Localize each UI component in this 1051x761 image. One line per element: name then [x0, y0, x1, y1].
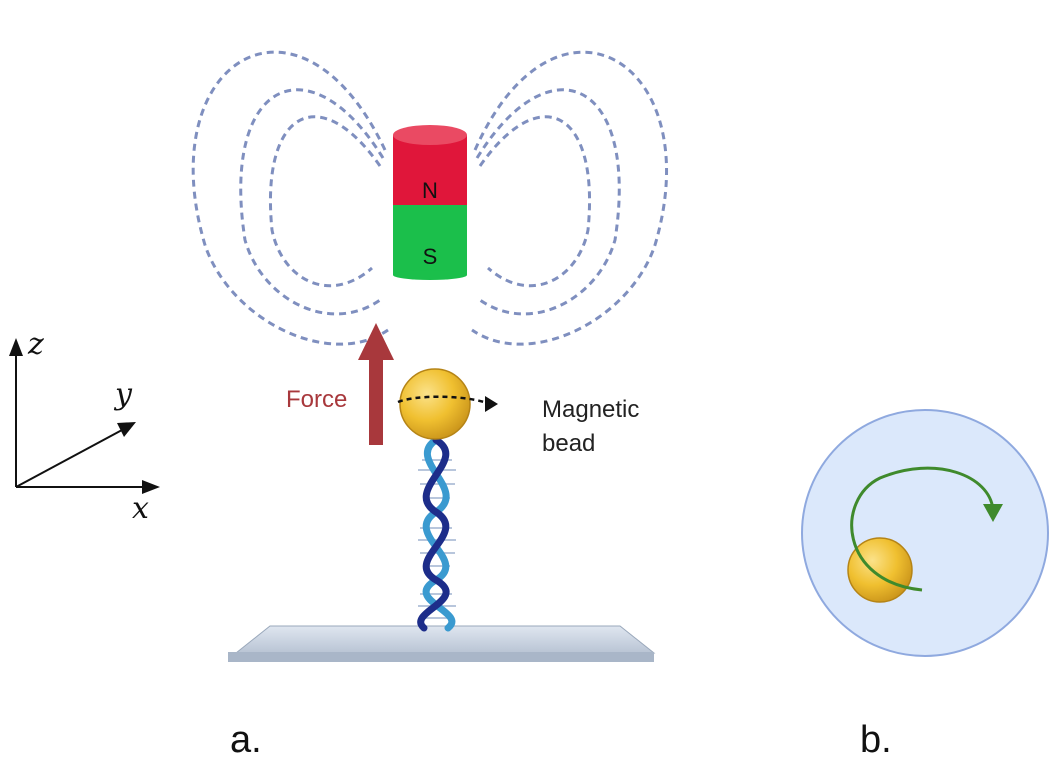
panel-b-label: b.: [860, 719, 892, 761]
north-pole-label: N: [422, 178, 438, 203]
coordinate-axes: [9, 338, 160, 494]
force-label: Force: [286, 386, 347, 413]
bar-magnet: N S: [393, 125, 467, 280]
south-pole-label: S: [423, 244, 438, 269]
y-axis-label: y: [113, 377, 133, 412]
top-view-well: [801, 409, 1049, 657]
bead-label-line1: Magnetic: [542, 396, 639, 423]
magnetic-bead: [397, 368, 498, 440]
x-axis-label: x: [132, 491, 149, 526]
z-axis-label: z: [27, 327, 44, 362]
rotation-arrow: [850, 466, 1003, 592]
magnetic-field-lines: [191, 50, 668, 346]
panel-a-label: a.: [230, 719, 262, 761]
glass-surface: [228, 625, 656, 662]
rotating-bead: [847, 537, 913, 603]
force-arrow: [358, 323, 394, 445]
dna-helix: [417, 436, 456, 632]
bead-label-line2: bead: [542, 430, 595, 457]
